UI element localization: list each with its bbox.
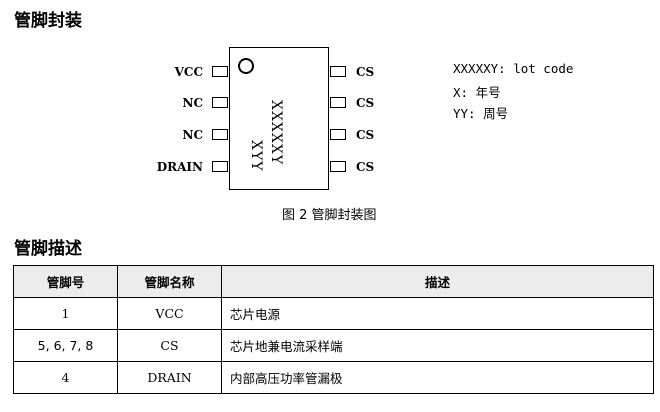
- cell-description: 内部高压功率管漏极: [221, 361, 654, 394]
- section-heading-description: 管脚描述: [14, 239, 82, 259]
- pin-stub-left-4: [212, 161, 228, 172]
- cell-pin-number: 5, 6, 7, 8: [13, 329, 118, 362]
- pin-stub-left-2: [212, 97, 228, 108]
- header-description: 描述: [221, 265, 654, 298]
- cell-pin-name: DRAIN: [117, 361, 222, 394]
- pin-label-left-4: DRAIN: [156, 160, 203, 174]
- cell-pin-name: VCC: [117, 297, 222, 330]
- pin-label-right-4: CS: [356, 160, 375, 174]
- table-row: 1 VCC 芯片电源: [13, 297, 654, 330]
- cell-description: 芯片地兼电流采样端: [221, 329, 654, 362]
- cell-pin-name: CS: [117, 329, 222, 362]
- pin-description-table: 管脚号 管脚名称 描述 1 VCC 芯片电源 5, 6, 7, 8 CS 芯片地…: [13, 265, 654, 394]
- pin-label-left-2: NC: [182, 96, 203, 110]
- ic-package-body: [229, 47, 329, 190]
- package-marking-line1: XXXXXY: [268, 100, 284, 166]
- package-marking-line2: XYY: [248, 140, 264, 172]
- pin-label-right-1: CS: [356, 65, 375, 79]
- section-heading-package: 管脚封装: [14, 11, 82, 31]
- pin1-marker-icon: [238, 58, 254, 74]
- figure-caption: 图 2 管脚封装图: [282, 208, 377, 223]
- pin-stub-right-6: [330, 129, 346, 140]
- pin-stub-right-7: [330, 97, 346, 108]
- pin-label-right-3: CS: [356, 128, 375, 142]
- table-row: 4 DRAIN 内部高压功率管漏极: [13, 361, 654, 394]
- pin-stub-right-5: [330, 161, 346, 172]
- legend-lot-code: XXXXXY: lot code: [453, 61, 574, 76]
- legend-week: YY: 周号: [453, 106, 509, 121]
- cell-pin-number: 4: [13, 361, 118, 394]
- table-header-row: 管脚号 管脚名称 描述: [13, 265, 654, 298]
- pin-stub-left-3: [212, 129, 228, 140]
- legend-year: X: 年号: [453, 85, 501, 100]
- pin-label-left-1: VCC: [174, 65, 203, 79]
- pin-stub-right-8: [330, 66, 346, 77]
- header-pin-name: 管脚名称: [117, 265, 222, 298]
- cell-pin-number: 1: [13, 297, 118, 330]
- cell-description: 芯片电源: [221, 297, 654, 330]
- table-row: 5, 6, 7, 8 CS 芯片地兼电流采样端: [13, 329, 654, 362]
- header-pin-number: 管脚号: [13, 265, 118, 298]
- pin-label-left-3: NC: [182, 128, 203, 142]
- pin-label-right-2: CS: [356, 96, 375, 110]
- pin-stub-left-1: [212, 66, 228, 77]
